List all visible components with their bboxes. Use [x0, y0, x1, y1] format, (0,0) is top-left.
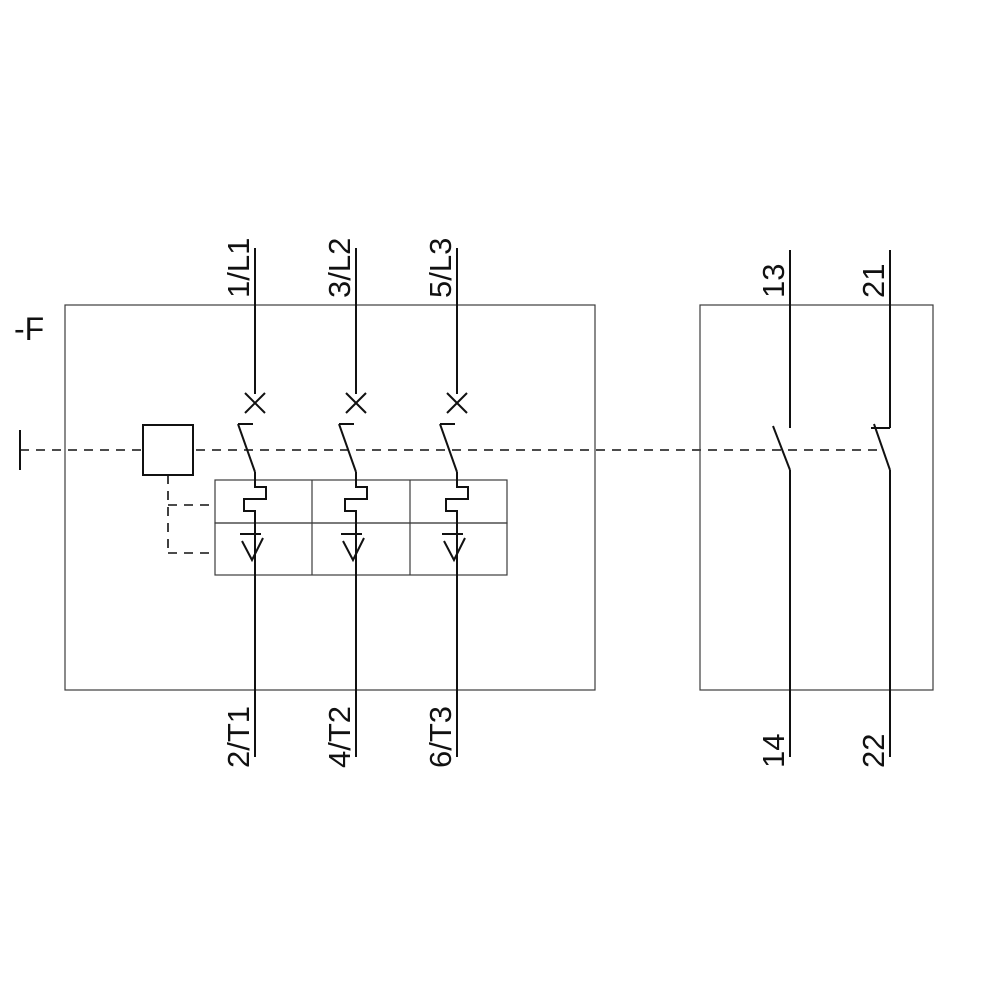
terminal-label-bottom: 6/T3: [423, 706, 458, 768]
pole-1: 1/L1 2/T1: [221, 238, 267, 768]
conductor-with-thermal-release-symbol: [243, 472, 267, 757]
aux-label-top: 21: [856, 264, 891, 298]
operating-mechanism: [19, 424, 884, 554]
aux-label-bottom: 22: [856, 734, 891, 768]
magnetic-release-box-row: [214, 522, 508, 576]
contact-cross-icon: [244, 392, 266, 414]
pole-2: 3/L2 4/T2: [322, 238, 368, 768]
aux-no-blade: [772, 425, 791, 471]
aux-contact-no: 13 14: [756, 250, 791, 768]
aux-label-top: 13: [756, 264, 791, 298]
conductor-with-thermal-release-symbol: [344, 472, 368, 757]
release-boxes: [214, 479, 508, 576]
switch-blade: [338, 423, 357, 473]
contact-cross-icon: [446, 392, 468, 414]
terminal-label-bottom: 2/T1: [221, 706, 256, 768]
switch-blade: [237, 423, 256, 473]
terminal-label-top: 1/L1: [221, 238, 256, 298]
magnetic-release-symbol: [442, 533, 466, 563]
magnetic-release-symbol: [240, 533, 264, 563]
conductor-with-thermal-release-symbol: [445, 472, 469, 757]
aux-contact-frame: [699, 304, 934, 691]
aux-contact-nc: 21 22: [856, 250, 891, 768]
actuator-box: [142, 424, 194, 476]
terminal-label-top: 3/L2: [322, 238, 357, 298]
magnetic-release-symbol: [341, 533, 365, 563]
device-designator-label: -F: [14, 311, 44, 347]
switch-blade: [439, 423, 458, 473]
aux-nc-blade: [873, 423, 891, 471]
contact-cross-icon: [345, 392, 367, 414]
aux-label-bottom: 14: [756, 734, 791, 768]
terminal-label-top: 5/L3: [423, 238, 458, 298]
main-breaker-frame: [64, 304, 596, 691]
pole-3: 5/L3 6/T3: [423, 238, 469, 768]
terminal-label-bottom: 4/T2: [322, 706, 357, 768]
